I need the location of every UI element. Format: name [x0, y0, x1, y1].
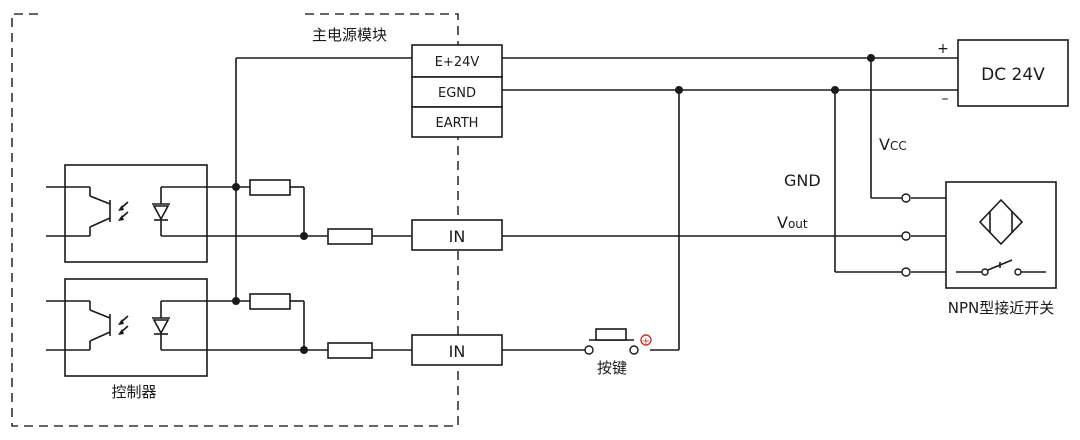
terminal-egnd: [411, 76, 503, 108]
resistor-1b: [327, 228, 373, 245]
optocoupler-1: [64, 164, 208, 263]
power-wiring: [502, 54, 958, 351]
dc-label: DC 24V: [981, 65, 1045, 85]
resistor-2b: [327, 342, 373, 359]
optocoupler-2: [64, 278, 208, 377]
npn-proximity-switch: [901, 181, 1057, 289]
label-e24v: E+24V: [435, 55, 480, 70]
button-plus-label: +: [642, 336, 650, 347]
terminal-earth: [411, 106, 503, 138]
module-title: 主电源模块: [312, 26, 387, 44]
dc-power-supply: [957, 39, 1069, 107]
optocoupler-internals-2: [46, 300, 207, 351]
resistor-2a: [249, 293, 291, 310]
dc-minus-label: –: [942, 91, 949, 107]
gnd-label: GND: [784, 171, 821, 190]
optocoupler-internals-1: [46, 186, 207, 237]
sensor-label: NPN型接近开关: [948, 299, 1055, 317]
vout-label: Vout: [777, 213, 808, 232]
terminal-in-1: [411, 219, 503, 251]
dc-plus-label: +: [937, 41, 949, 57]
controller-wiring: [207, 57, 412, 359]
label-in-1: IN: [449, 227, 466, 246]
label-in-2: IN: [449, 342, 466, 361]
button-label: 按键: [597, 359, 627, 377]
label-earth: EARTH: [436, 116, 479, 131]
label-egnd: EGND: [438, 86, 476, 101]
resistor-1a: [249, 179, 291, 196]
push-button: [584, 328, 652, 355]
vcc-label: VCC: [879, 135, 907, 154]
controller-label: 控制器: [111, 383, 156, 401]
module-boundary: [11, 13, 459, 427]
